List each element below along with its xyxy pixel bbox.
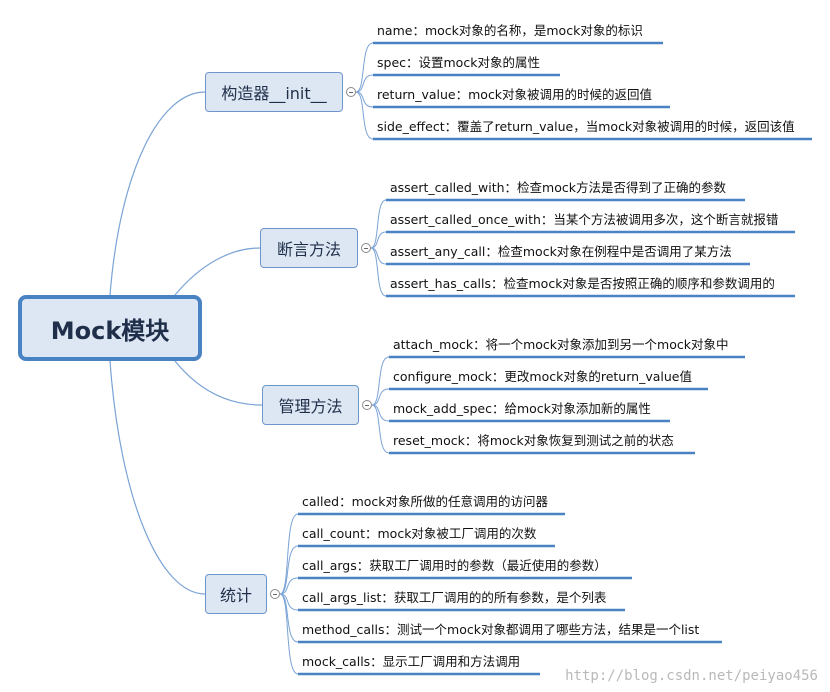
leaf-assert-has-calls: assert_has_calls：检查mock对象是否按照正确的顺序和参数调用的 [390, 276, 775, 291]
connector-stats-1 [279, 545, 299, 595]
leaf-assert-any-call: assert_any_call：检查mock对象在例程中是否调用了某方法 [390, 244, 732, 259]
connector-root-stats [109, 360, 206, 595]
connector-manage-3 [371, 404, 390, 454]
connector-manage-1 [371, 388, 390, 406]
leaf-init-spec: spec：设置mock对象的属性 [377, 55, 540, 70]
leaf-init-side-effect: side_effect：覆盖了return_value，当mock对象被调用的时… [377, 119, 795, 134]
connector-stats-2 [279, 577, 299, 595]
connector-root-assert [174, 247, 261, 296]
leaf-stats-call-args: call_args：获取工厂调用时的参数（最近使用的参数） [302, 558, 607, 573]
connector-stats-5 [279, 593, 299, 675]
connector-init-0 [355, 42, 374, 93]
leaf-init-return-value: return_value：mock对象被调用的时候的返回值 [377, 87, 653, 102]
branch-node-assert[interactable]: 断言方法 [260, 228, 358, 268]
leaf-assert-called-with: assert_called_with：检查mock方法是否得到了正确的参数 [390, 180, 726, 195]
connector-assert-1 [370, 231, 387, 249]
connector-init-3 [355, 91, 374, 140]
connector-stats-4 [279, 593, 299, 643]
leaf-init-name: name：mock对象的名称，是mock对象的标识 [377, 23, 643, 38]
connector-root-manage [174, 360, 263, 406]
branch-label-assert: 断言方法 [276, 240, 341, 259]
connector-assert-3 [370, 247, 387, 297]
branch-label-stats: 统计 [219, 586, 252, 605]
leaf-stats-mock-calls: mock_calls：显示工厂调用和方法调用 [302, 654, 521, 669]
leaf-stats-call-args-list: call_args_list：获取工厂调用的的所有参数，是个列表 [302, 590, 607, 605]
leaf-manage-configure-mock: configure_mock：更改mock对象的return_value值 [393, 369, 692, 384]
collapse-icon-manage[interactable] [362, 400, 372, 410]
branch-node-init[interactable]: 构造器__init__ [205, 72, 343, 112]
connector-assert-0 [370, 199, 387, 249]
leaf-manage-reset-mock: reset_mock：将mock对象恢复到测试之前的状态 [393, 433, 674, 448]
connector-manage-2 [371, 404, 390, 422]
collapse-icon-assert[interactable] [361, 243, 371, 253]
leaf-manage-mock-add-spec: mock_add_spec：给mock对象添加新的属性 [393, 401, 651, 416]
connector-root-init [109, 91, 206, 296]
leaf-assert-called-once-with: assert_called_once_with：当某个方法被调用多次，这个断言就… [390, 212, 779, 227]
connector-assert-2 [370, 247, 387, 265]
leaf-stats-called: called：mock对象所做的任意调用的访问器 [302, 494, 549, 509]
connector-stats-0 [279, 513, 299, 595]
branch-node-manage[interactable]: 管理方法 [262, 385, 359, 425]
leaf-stats-call-count: call_count：mock对象被工厂调用的次数 [302, 526, 537, 541]
collapse-icon-stats[interactable] [270, 589, 280, 599]
branch-label-init: 构造器__init__ [221, 84, 327, 103]
connector-init-2 [355, 91, 374, 108]
leaf-stats-method-calls: method_calls：测试一个mock对象都调用了哪些方法，结果是一个lis… [302, 622, 700, 637]
branch-label-manage: 管理方法 [278, 397, 343, 416]
root-node-label: Mock模块 [50, 316, 170, 345]
connector-manage-0 [371, 356, 390, 406]
branch-node-stats[interactable]: 统计 [205, 574, 267, 614]
connector-init-1 [355, 74, 374, 93]
leaf-manage-attach-mock: attach_mock：将一个mock对象添加到另一个mock对象中 [393, 337, 729, 352]
collapse-icon-init[interactable] [346, 87, 356, 97]
root-node-mock-module[interactable]: Mock模块 [18, 295, 202, 361]
watermark: http://blog.csdn.net/peiyao456 [565, 668, 818, 684]
